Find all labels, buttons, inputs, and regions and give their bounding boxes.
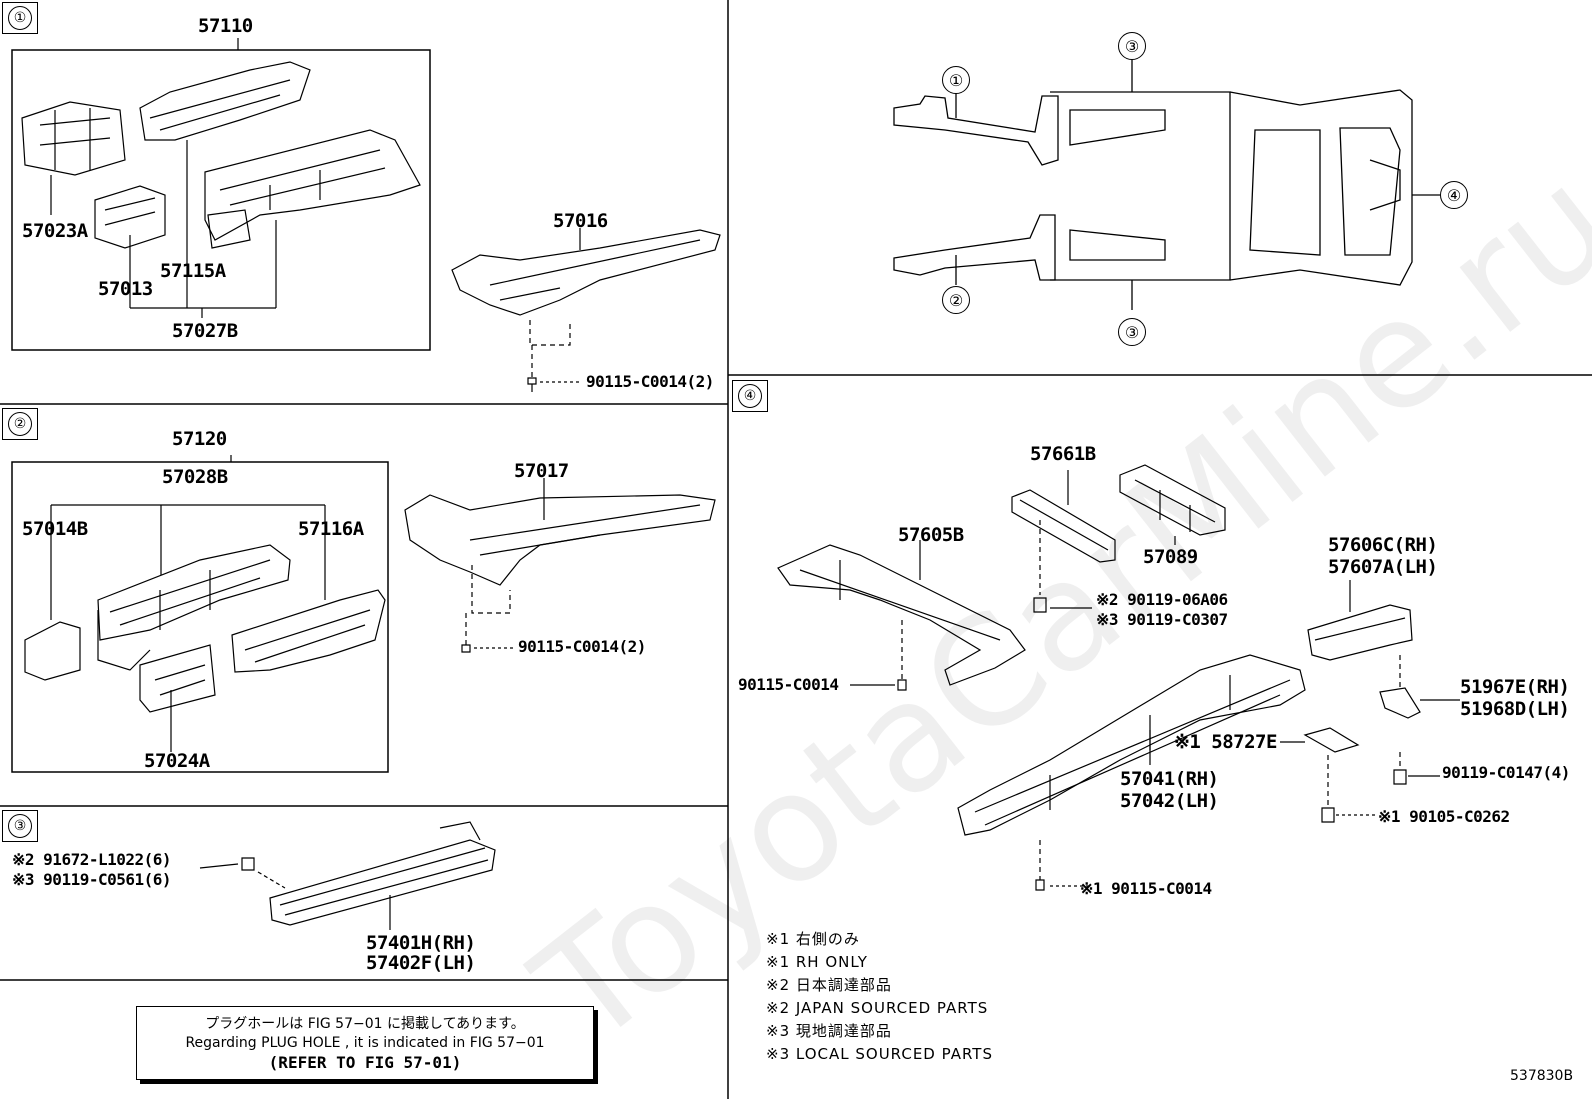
part-57013: 57013 [98, 278, 153, 300]
part-90119-C0561: ※3 90119-C0561(6) [12, 870, 172, 889]
part-90119-06A06: ※2 90119-06A06 [1096, 590, 1228, 609]
part-57041: 57041(RH) [1120, 768, 1219, 790]
note-6: ※3 LOCAL SOURCED PARTS [766, 1045, 993, 1063]
part-51967E: 51967E(RH) [1460, 676, 1570, 698]
part-57115A: 57115A [160, 260, 226, 282]
note-5: ※3 現地調達部品 [766, 1022, 892, 1040]
section3-parts [199, 821, 496, 930]
part-57014B: 57014B [22, 518, 88, 540]
part-90115-C0014-2b: 90115-C0014(2) [518, 637, 646, 656]
part-57024A: 57024A [144, 750, 210, 772]
overview-tag-3-top: ③ [1118, 32, 1146, 60]
section-tag: ② [8, 412, 32, 436]
note-3: ※2 日本調達部品 [766, 976, 892, 994]
part-57402F: 57402F(LH) [366, 952, 476, 974]
assembly-box-1 [11, 49, 431, 351]
part-57120: 57120 [172, 428, 227, 450]
overview-tag-3-bottom: ③ [1118, 318, 1146, 346]
part-57607A: 57607A(LH) [1328, 556, 1438, 578]
section-tag: ① [8, 6, 32, 30]
section-tag: ③ [8, 814, 32, 838]
part-90105-C0262: ※1 90105-C0262 [1378, 807, 1510, 826]
part-90119-C0307: ※3 90119-C0307 [1096, 610, 1228, 629]
section-marker-1: ① [2, 2, 38, 34]
part-51968D: 51968D(LH) [1460, 698, 1570, 720]
part-57017: 57017 [514, 460, 569, 482]
note-4: ※2 JAPAN SOURCED PARTS [766, 999, 989, 1017]
note-2: ※1 RH ONLY [766, 953, 868, 971]
reference-line-en: Regarding PLUG HOLE , it is indicated in… [185, 1035, 545, 1051]
section2-parts [24, 455, 716, 752]
part-57605B: 57605B [898, 524, 964, 546]
part-90115-C0014-2a: 90115-C0014(2) [586, 372, 714, 391]
section-tag: ④ [738, 384, 762, 408]
part-57089: 57089 [1143, 546, 1198, 568]
part-57016: 57016 [553, 210, 608, 232]
part-57028B: 57028B [162, 466, 228, 488]
plug-hole-reference: プラグホールは FIG 57−01 に掲載してあります。 Regarding P… [136, 1006, 594, 1080]
assembly-box-2 [11, 461, 389, 773]
part-57606C: 57606C(RH) [1328, 534, 1438, 556]
part-57661B: 57661B [1030, 443, 1096, 465]
part-57110: 57110 [198, 15, 253, 37]
part-91672-L1022: ※2 91672-L1022(6) [12, 850, 172, 869]
section-marker-3: ③ [2, 810, 38, 842]
section-marker-4: ④ [732, 380, 768, 412]
part-90115-C0014-c: 90115-C0014 [738, 675, 839, 694]
part-57401H: 57401H(RH) [366, 932, 476, 954]
section-marker-2: ② [2, 408, 38, 440]
part-57023A: 57023A [22, 220, 88, 242]
part-58727E: ※1 58727E [1174, 731, 1277, 753]
section1-parts [21, 38, 721, 392]
reference-line-refer: (REFER TO FIG 57-01) [268, 1053, 462, 1072]
part-57116A: 57116A [298, 518, 364, 540]
note-1: ※1 右側のみ [766, 930, 860, 948]
body-overview [893, 60, 1440, 310]
section4-parts [777, 464, 1460, 891]
document-number: 537830B [1510, 1068, 1574, 1084]
part-57027B: 57027B [172, 320, 238, 342]
overview-tag-1: ① [942, 66, 970, 94]
reference-line-ja: プラグホールは FIG 57−01 に掲載してあります。 [205, 1016, 525, 1032]
part-90115-C0014-d: ※1 90115-C0014 [1080, 879, 1212, 898]
part-57042: 57042(LH) [1120, 790, 1219, 812]
part-90119-C0147: 90119-C0147(4) [1442, 763, 1570, 782]
overview-tag-4: ④ [1440, 181, 1468, 209]
overview-tag-2: ② [942, 286, 970, 314]
